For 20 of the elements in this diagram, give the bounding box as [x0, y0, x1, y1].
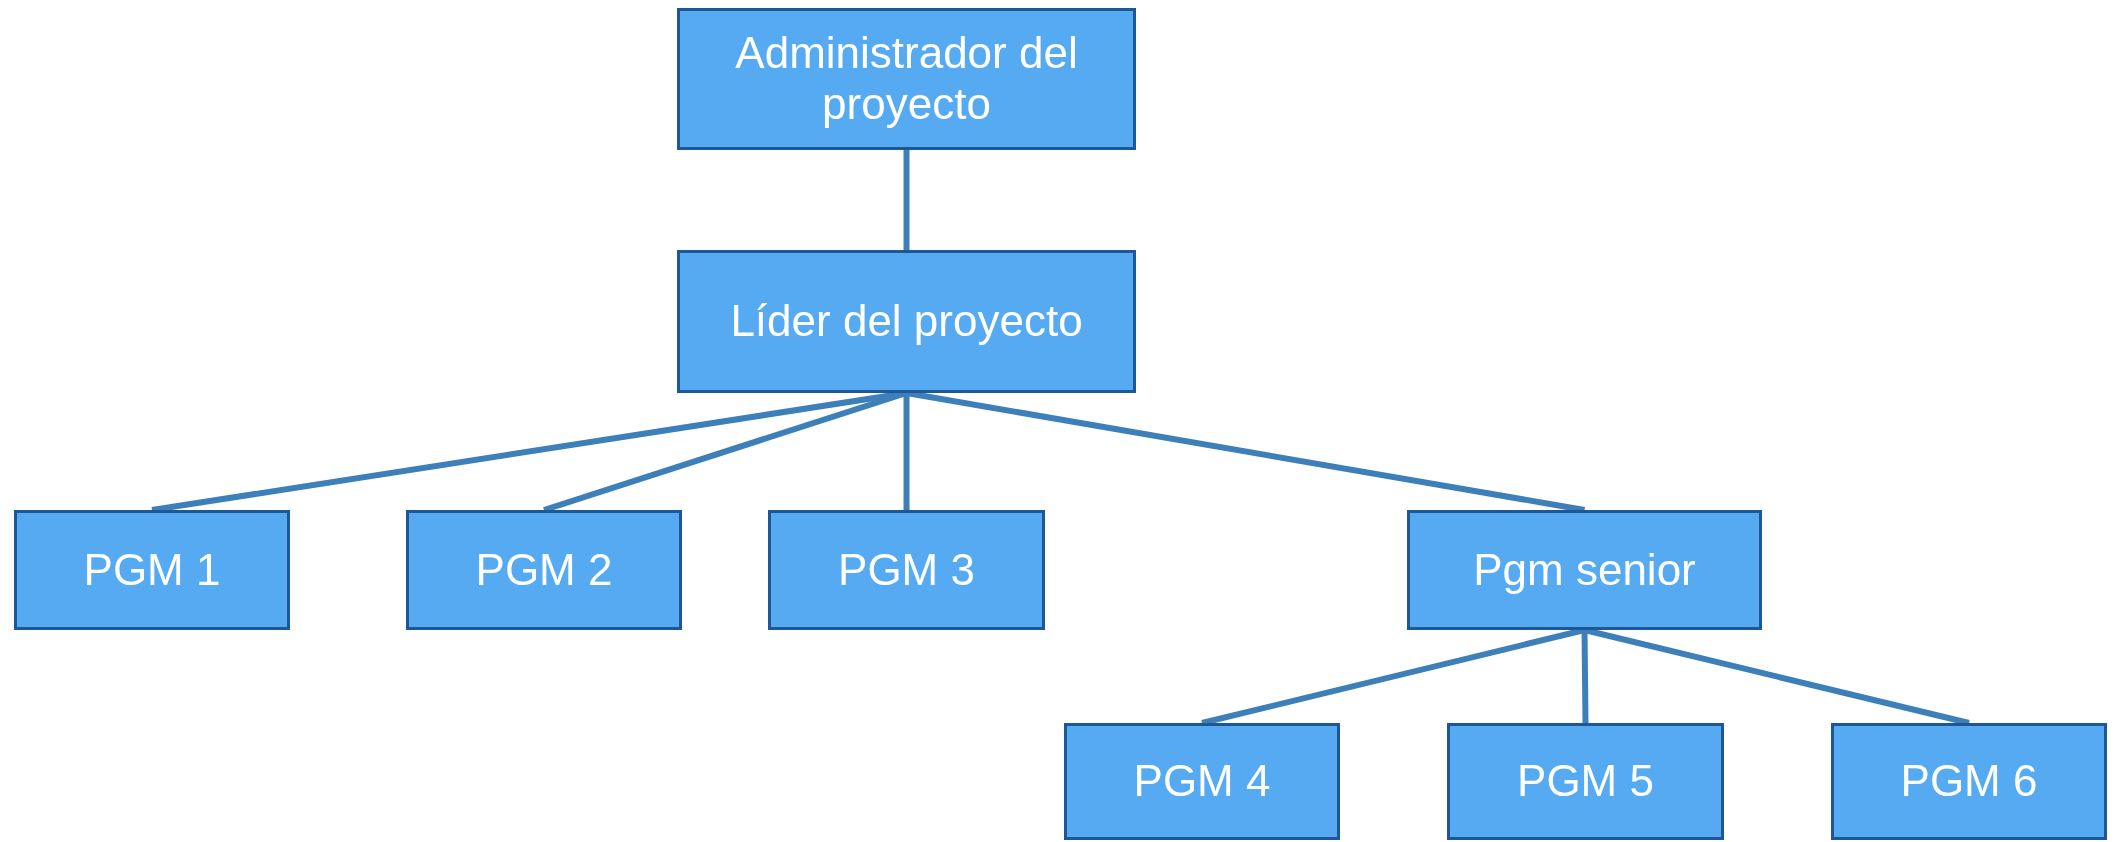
connector-line	[903, 150, 910, 250]
role-label: PGM 6	[1900, 756, 2038, 807]
org-box	[14, 510, 290, 630]
role-label: PGM 3	[838, 544, 975, 596]
role-label: Pgm senior	[1473, 544, 1696, 596]
org-box	[406, 510, 682, 630]
role-label: PGM 4	[1133, 756, 1271, 807]
org-box	[677, 250, 1136, 393]
connector-line	[903, 393, 910, 510]
org-box	[1447, 723, 1724, 840]
org-box	[1831, 723, 2107, 840]
org-box	[677, 8, 1136, 150]
org-box	[1064, 723, 1340, 840]
role-label: PGM 5	[1517, 756, 1654, 807]
role-label: Administrador del proyecto	[734, 28, 1079, 130]
role-label: PGM 1	[83, 544, 221, 596]
role-label: PGM 2	[475, 544, 613, 596]
role-label: Líder del proyecto	[730, 296, 1083, 347]
org-box	[768, 510, 1045, 630]
org-box	[1407, 510, 1762, 630]
